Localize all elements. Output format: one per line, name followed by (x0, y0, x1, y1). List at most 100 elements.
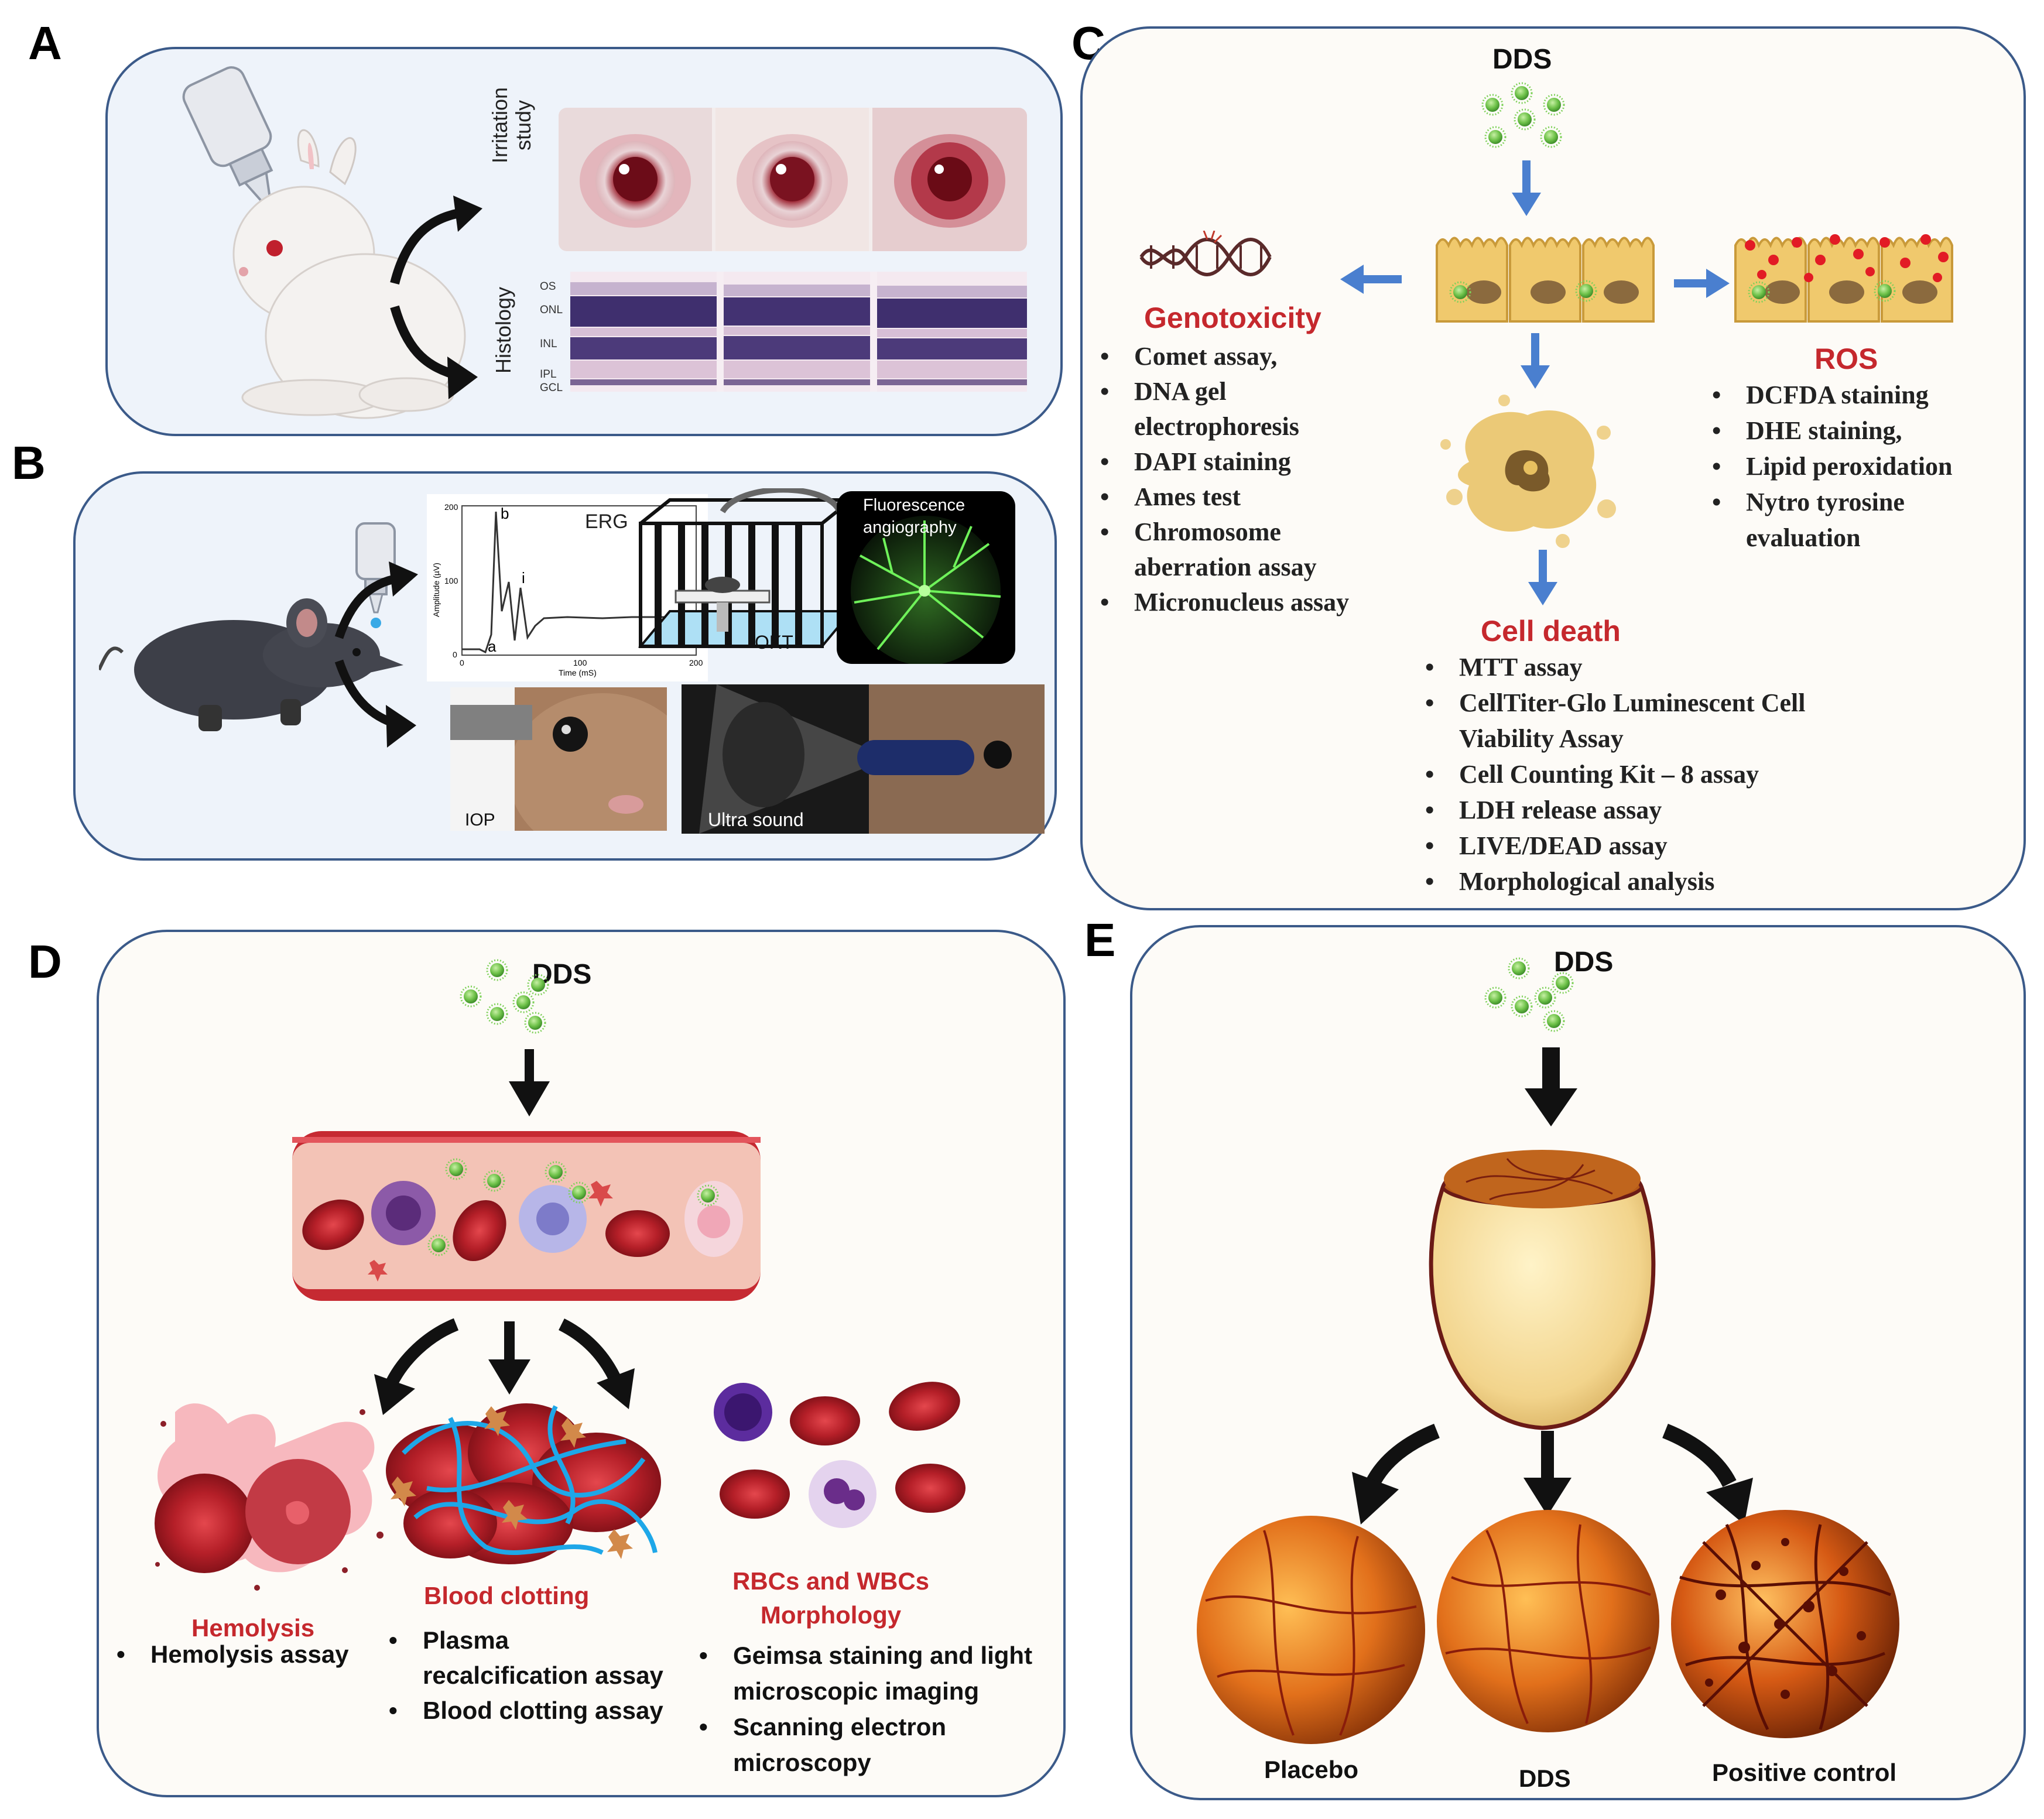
panel-b-letter: B (12, 437, 46, 489)
cell-death-item: Morphological analysis (1425, 864, 1882, 899)
panel-a-letter: A (28, 17, 62, 69)
blood-vessel (292, 1131, 761, 1301)
cam-positive-control-photo (1671, 1510, 1899, 1738)
rabbit-eye-3 (894, 134, 1005, 228)
blood-clotting-list: Plasma recalcification assay Blood clott… (389, 1623, 693, 1728)
genotoxicity-item: DNA gel electrophoresis (1100, 374, 1327, 444)
morphology-list: Geimsa staining and light microscopic im… (699, 1638, 1050, 1780)
panel-a: Irritation study Histology OS ONL INL IP… (105, 47, 1063, 436)
layer-onl: ONL (540, 304, 563, 316)
down-arrow-icon (1525, 1047, 1577, 1126)
irritation-study-label: Irritation study (488, 87, 535, 164)
fluorescence-angiography-photo (837, 491, 1015, 664)
ros-cell-layer (1734, 234, 1953, 323)
histology-section-2 (724, 272, 870, 392)
erg-trace (462, 511, 693, 654)
ultrasound-label: Ultra sound (708, 809, 804, 830)
erg-ytick-0: 0 (453, 650, 457, 659)
genotoxicity-item: Micronucleus assay (1100, 585, 1428, 620)
iop-photo (450, 687, 667, 831)
branch-arrows (334, 561, 418, 748)
blood-clot-illustration (386, 1403, 661, 1564)
eye-dropper-icon (182, 66, 273, 207)
mouse-illustration (99, 522, 403, 731)
ros-list: DCFDA staining DHE staining, Lipid perox… (1712, 377, 2016, 556)
blue-arrows (1340, 160, 1730, 605)
panel-e: DDS (1130, 925, 2026, 1800)
erg-peak-b: b (501, 505, 509, 522)
hemolysis-illustration (155, 1403, 384, 1591)
erg-peak-a: a (488, 638, 497, 655)
layer-ipl: IPL (540, 368, 557, 381)
okt-apparatus (638, 488, 857, 648)
ros-item: Lipid peroxidation (1712, 448, 2016, 484)
panel-b: ERG b i a 200 100 0 0 100 200 Time (mS) … (73, 471, 1057, 861)
histology-section-1 (570, 272, 717, 392)
blood-clotting-title: Blood clotting (424, 1582, 590, 1609)
erg-peak-i: i (522, 569, 525, 587)
layer-gcl: GCL (540, 382, 563, 394)
cell-death-list: MTT assay CellTiter-Glo Luminescent Cell… (1425, 649, 1882, 899)
ros-item: DHE staining, (1712, 413, 2016, 448)
egg-cam-illustration (1429, 1150, 1656, 1430)
genotoxicity-item: Chromosome aberration assay (1100, 515, 1380, 585)
erg-xtick-100: 100 (573, 658, 587, 667)
branch-arrows (374, 1318, 635, 1415)
erg-xtick-0: 0 (460, 658, 464, 667)
panel-e-letter: E (1084, 914, 1116, 966)
histology-label: Histology (491, 286, 515, 374)
fluorescence-label: Fluorescence angiography (863, 496, 965, 537)
okt-label: OKT (755, 632, 793, 653)
dds-particle-cluster (460, 959, 549, 1034)
cell-death-item: MTT assay (1425, 649, 1882, 685)
morphology-title: RBCs and WBCs Morphology (732, 1567, 930, 1629)
cell-layer (1436, 237, 1655, 323)
dna-icon (1139, 231, 1272, 276)
blood-clotting-item: Plasma recalcification assay (389, 1623, 675, 1693)
genotoxicity-item: Comet assay, (1100, 339, 1428, 374)
cell-death-item: CellTiter-Glo Luminescent Cell Viability… (1425, 685, 1834, 756)
genotoxicity-item: DAPI staining (1100, 444, 1428, 479)
dds-label: DDS (1492, 44, 1552, 75)
dds-particle-cluster (1484, 957, 1574, 1032)
outcome-dds-label: DDS (1519, 1765, 1571, 1792)
histology-photo-strip (570, 272, 1027, 392)
blood-clotting-item: Blood clotting assay (389, 1693, 693, 1728)
rabbit-illustration (182, 66, 466, 419)
rabbit-eye-2 (737, 134, 848, 228)
genotoxicity-title: Genotoxicity (1144, 302, 1321, 334)
rabbit-eye-1 (580, 134, 691, 228)
hemolysis-list: Hemolysis assay (117, 1640, 374, 1669)
ros-title: ROS (1814, 342, 1878, 375)
cell-death-item: Cell Counting Kit – 8 assay (1425, 756, 1882, 792)
cell-death-title: Cell death (1481, 615, 1621, 648)
panel-d-letter: D (28, 936, 62, 988)
cam-placebo-photo (1197, 1516, 1425, 1744)
blood-cells-illustration (714, 1382, 965, 1528)
ultrasound-photo (682, 684, 1045, 834)
histology-section-3 (877, 272, 1027, 392)
hemolysis-item: Hemolysis assay (117, 1640, 374, 1669)
dead-cell (1440, 395, 1616, 548)
hemolysis-title: Hemolysis (191, 1614, 315, 1642)
morphology-item: Scanning electron microscopy (699, 1709, 979, 1780)
cell-death-item: LDH release assay (1425, 792, 1882, 828)
ros-item: Nytro tyrosine evaluation (1712, 484, 1980, 556)
erg-ytick-200: 200 (444, 502, 458, 512)
panel-c: DDS (1080, 26, 2026, 910)
down-arrow-icon (509, 1049, 550, 1116)
layer-inl: INL (540, 338, 557, 350)
erg-title: ERG (585, 511, 628, 533)
morphology-item: Geimsa staining and light microscopic im… (699, 1638, 1050, 1709)
genotoxicity-list: Comet assay, DNA gel electrophoresis DAP… (1100, 339, 1428, 620)
cell-death-item: LIVE/DEAD assay (1425, 828, 1882, 864)
erg-xtick-200: 200 (689, 658, 703, 667)
erg-xlabel: Time (mS) (559, 668, 597, 677)
branch-arrows (1352, 1423, 1753, 1525)
irritation-photo-strip (559, 108, 1027, 251)
erg-ylabel: Amplitude (µV) (432, 563, 441, 617)
layer-os: OS (540, 280, 556, 293)
panel-d: DDS (97, 930, 1066, 1797)
outcome-placebo-label: Placebo (1264, 1756, 1359, 1783)
branch-arrows (390, 196, 482, 399)
